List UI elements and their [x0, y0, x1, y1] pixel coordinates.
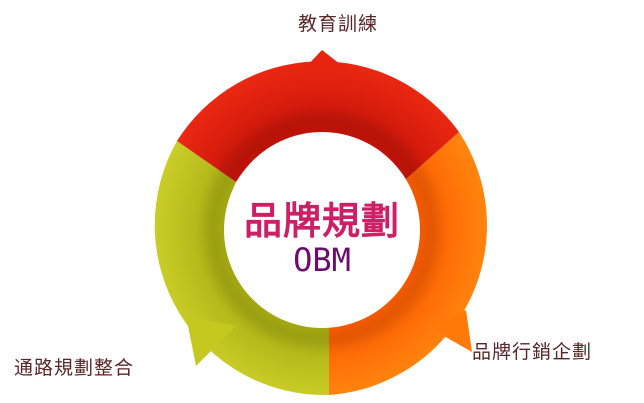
label-channel-planning: 通路規劃整合	[14, 357, 135, 379]
segment-channel-planning-arrow	[186, 316, 236, 366]
segment-education-training-arrow	[303, 50, 350, 72]
center-disc	[224, 132, 420, 328]
label-education-training: 教育訓練	[298, 13, 379, 35]
segment-brand-marketing-arrow	[430, 310, 472, 352]
center-subtitle: OBM	[293, 241, 351, 279]
label-brand-marketing: 品牌行銷企劃	[472, 341, 593, 363]
center-title: 品牌規劃	[243, 199, 400, 243]
inner-shadow-ring	[204, 112, 440, 348]
